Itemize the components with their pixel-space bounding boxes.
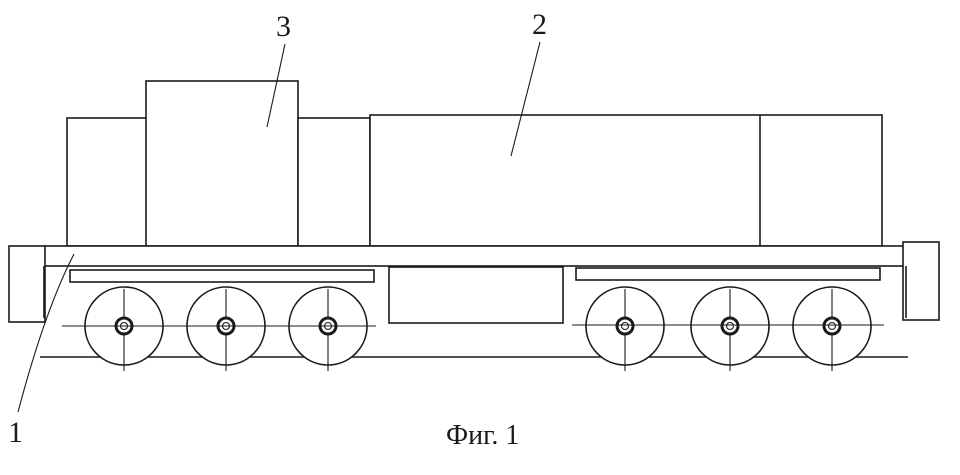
figure-caption: Фиг. 1 [446,420,519,451]
leader-line-3 [266,43,286,128]
wheel [84,286,164,371]
label-body: 2 [532,8,547,41]
left-bogie-frame [69,269,375,283]
label-frame: 1 [8,416,23,449]
wheel [792,286,872,371]
right-bogie-frame [575,267,881,281]
wheel-hub [720,316,740,336]
main-body [369,114,883,247]
leader-lines [17,41,541,413]
wheel-axle [725,321,735,331]
wheel [585,286,665,371]
wheel [690,286,770,371]
wheel [288,286,368,371]
label-cab: 3 [276,10,291,43]
left-hood [66,117,148,247]
left-buffer [8,245,46,323]
bogie-frames [69,267,881,283]
middle-hood [297,117,371,247]
wheel-hub [822,316,842,336]
superstructure [66,80,883,247]
fuel-tank [388,266,564,324]
wheel [186,286,266,371]
leader-line-2 [510,41,541,157]
right-buffer [902,241,940,321]
frame [8,241,940,324]
wheel-axle [620,321,630,331]
wheel-axle [827,321,837,331]
leader-line-1 [17,253,75,413]
wheel-hub [615,316,635,336]
cab [145,80,299,247]
frame-beam [43,245,907,267]
